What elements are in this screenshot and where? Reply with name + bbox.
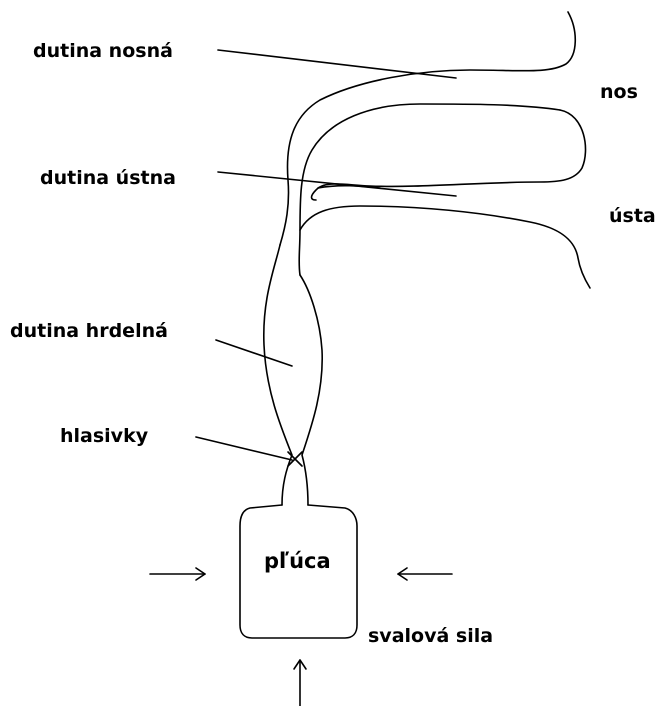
arrow-left-icon — [150, 568, 205, 580]
leader-pharynx — [216, 340, 292, 366]
arrow-up-icon — [294, 660, 306, 706]
mouth-outline — [300, 206, 590, 288]
label-oral-cavity: dutina ústna — [40, 167, 176, 189]
label-pharynx: dutina hrdelná — [10, 320, 168, 342]
label-nasal-cavity: dutina nosná — [33, 40, 173, 62]
label-mouth: ústa — [609, 205, 656, 227]
label-muscle-force: svalová sila — [368, 625, 493, 647]
pharynx-right — [300, 275, 322, 505]
leader-oral — [218, 172, 456, 196]
leader-nasal — [218, 50, 456, 78]
leader-vocal-cords — [196, 437, 292, 460]
label-vocal-cords: hlasivky — [60, 425, 149, 447]
label-nose: nos — [600, 81, 638, 103]
arrow-right-icon — [398, 568, 452, 580]
label-lungs: pľúca — [264, 549, 331, 573]
nasal-cavity-inner — [299, 104, 560, 275]
